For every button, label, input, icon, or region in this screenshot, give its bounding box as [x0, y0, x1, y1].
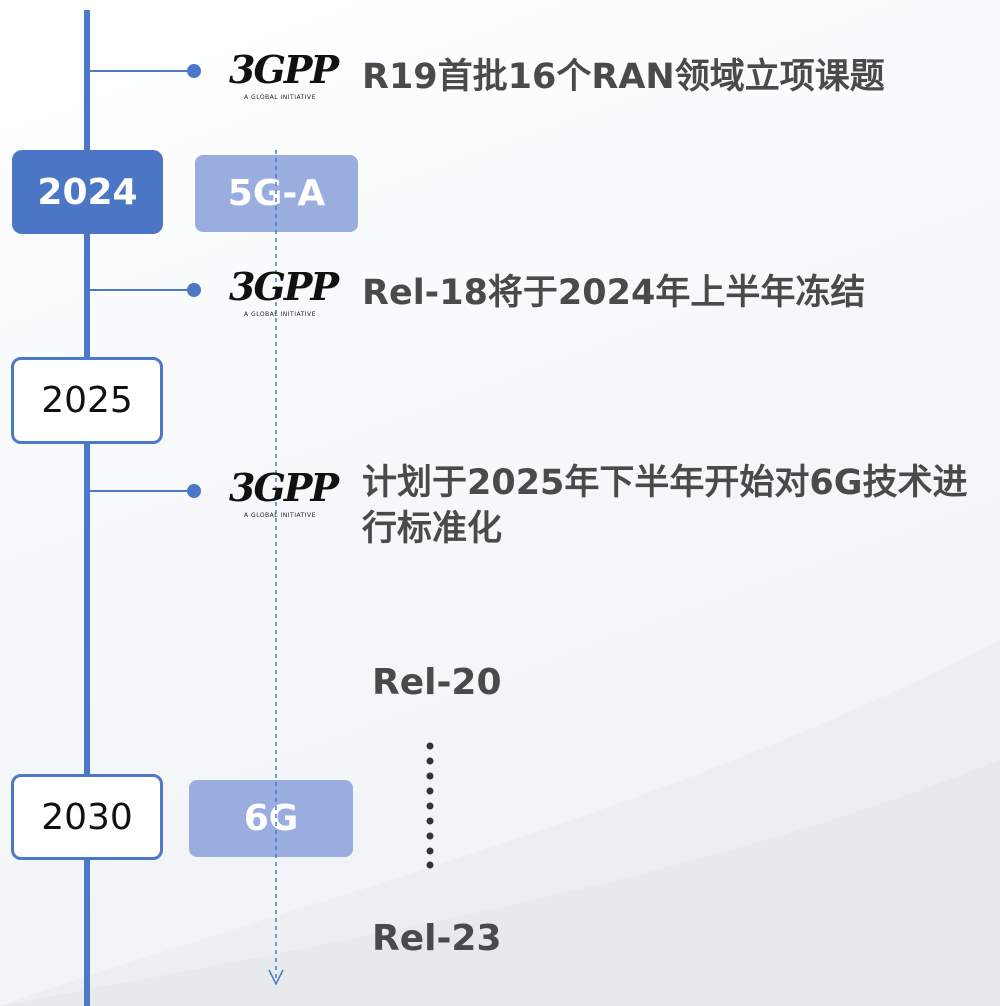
- year-label: 2030: [41, 796, 133, 838]
- connector-dot: [187, 64, 201, 78]
- event-text: 计划于2025年下半年开始对6G技术进行标准化: [362, 463, 968, 549]
- 3gpp-logo-subtitle: A GLOBAL INITIATIVE: [244, 94, 316, 101]
- timeline-axis: [84, 10, 90, 1006]
- event-text: Rel-18将于2024年上半年冻结: [362, 273, 866, 313]
- event-connector: [90, 490, 194, 492]
- year-label: 2024: [37, 171, 138, 213]
- ellipsis-dots: [426, 742, 434, 869]
- 3gpp-logo-mark: 3GPP: [229, 47, 339, 92]
- 3gpp-logo-mark: 3GPP: [229, 465, 339, 510]
- year-2030-box: 2030: [11, 774, 163, 860]
- 3gpp-logo: 3GPP A GLOBAL INITIATIVE: [221, 466, 339, 524]
- event-connector: [90, 70, 194, 72]
- connector-dot: [187, 484, 201, 498]
- 3gpp-logo: 3GPP A GLOBAL INITIATIVE: [221, 48, 339, 106]
- 3gpp-logo: 3GPP A GLOBAL INITIATIVE: [221, 265, 339, 323]
- release-label-rel-23: Rel-23: [372, 918, 502, 959]
- 3gpp-logo-mark: 3GPP: [229, 264, 339, 309]
- 3gpp-logo-subtitle: A GLOBAL INITIATIVE: [244, 512, 316, 519]
- year-2025-box: 2025: [11, 357, 163, 444]
- year-2024-box: 2024: [12, 150, 163, 234]
- event-connector: [90, 289, 194, 291]
- dashed-arrow: [268, 150, 284, 986]
- generation-label: 6G: [243, 798, 299, 839]
- generation-6g-box: 6G: [189, 780, 353, 857]
- release-label-rel-20: Rel-20: [372, 662, 502, 703]
- event-text: R19首批16个RAN领域立项课题: [362, 57, 885, 97]
- year-label: 2025: [41, 380, 133, 421]
- connector-dot: [187, 283, 201, 297]
- 3gpp-logo-subtitle: A GLOBAL INITIATIVE: [244, 311, 316, 318]
